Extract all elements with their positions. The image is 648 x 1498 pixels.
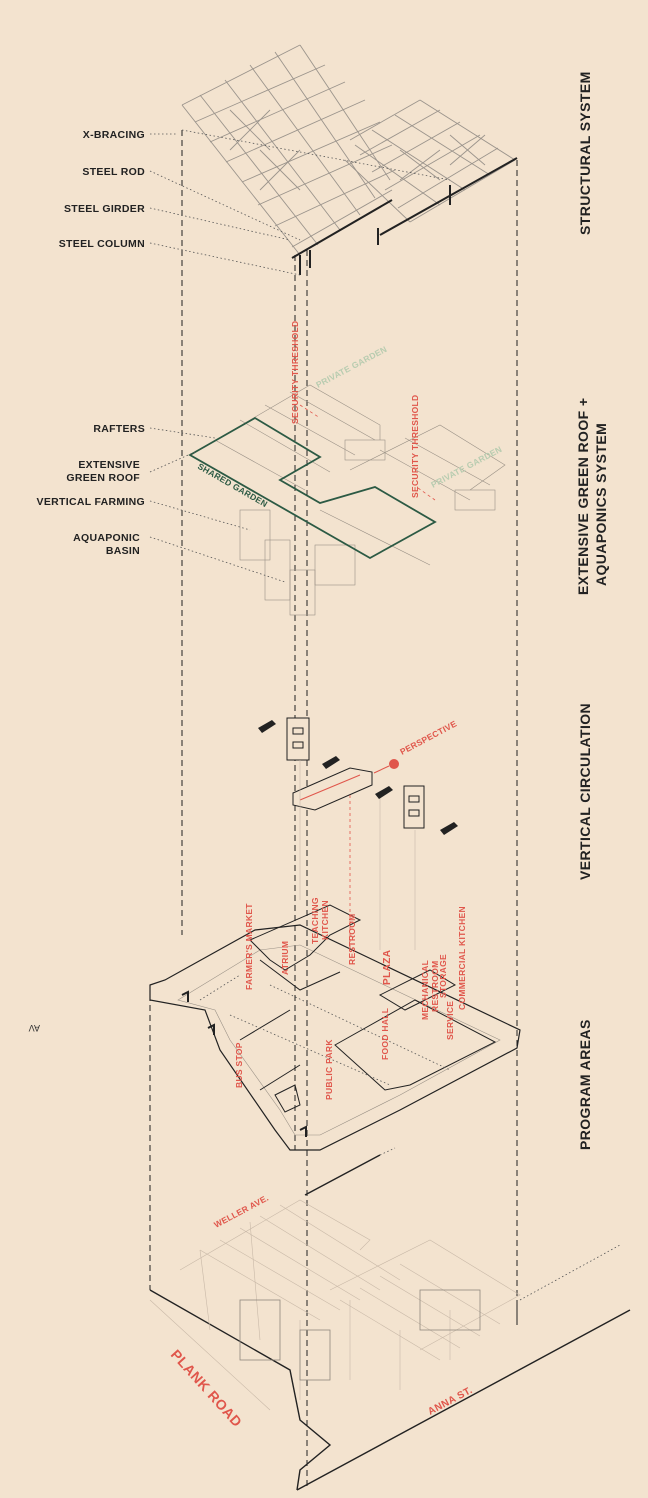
label-x-bracing: X-BRACING	[83, 129, 145, 141]
label-steel-column: STEEL COLUMN	[59, 238, 145, 250]
label-rafters: RAFTERS	[93, 423, 145, 435]
label-service: SERVICE	[445, 1001, 455, 1040]
section-structural-system: STRUCTURAL SYSTEM	[577, 71, 593, 235]
label-teaching-kitchen-line1: TEACHING	[310, 897, 320, 944]
label-bus-stop: BUS STOP	[234, 1042, 244, 1088]
label-steel-rod: STEEL ROD	[82, 166, 145, 178]
label-plaza: PLAZA	[382, 950, 393, 985]
label-teaching-kitchen-line2: KITCHEN	[320, 900, 330, 940]
structural-frame	[181, 44, 518, 275]
label-atrium: ATRIUM	[280, 941, 290, 975]
green-roof-layer	[188, 384, 506, 616]
label-extensive-line1: EXTENSIVE	[78, 459, 140, 471]
label-security-threshold-1: SECURITY THRESHOLD	[290, 321, 300, 424]
section-green-roof-line2: AQUAPONICS SYSTEM	[593, 423, 609, 586]
label-private-garden-2: PRIVATE GARDEN	[429, 444, 503, 490]
structural-leader-lines	[149, 129, 451, 276]
label-farmers-market: FARMER'S MARKET	[244, 903, 254, 990]
section-vertical-circulation: VERTICAL CIRCULATION	[577, 703, 593, 880]
label-mechanical: MECHANICAL	[420, 960, 430, 1020]
label-shared-garden: SHARED GARDEN	[196, 461, 269, 509]
section-program-areas: PROGRAM AREAS	[577, 1019, 593, 1150]
label-storage: STORAGE	[438, 954, 448, 998]
street-weller-ave: WELLER AVE.	[212, 1193, 270, 1230]
label-aquaponic-line1: AQUAPONIC	[73, 532, 140, 544]
program-plan-layer	[149, 904, 521, 1151]
label-vertical-farming: VERTICAL FARMING	[37, 496, 145, 508]
label-public-park: PUBLIC PARK	[324, 1039, 334, 1100]
label-commercial-kitchen: COMMERCIAL KITCHEN	[457, 906, 467, 1010]
roof-leader-lines	[149, 427, 286, 583]
perspective-marker	[389, 759, 399, 769]
projection-lines	[149, 130, 518, 1490]
label-restroom-2: RESTROOM	[430, 960, 440, 1012]
vertical-circulation-layer	[258, 717, 458, 950]
label-perspective: PERSPECTIVE	[398, 718, 458, 756]
label-extensive-line2: GREEN ROOF	[66, 472, 140, 484]
label-food-hall: FOOD HALL	[380, 1008, 390, 1060]
street-plank-road: PLANK ROAD	[168, 1346, 246, 1430]
label-restroom-1: RESTROOM	[347, 913, 357, 965]
street-anna-st: ANNA ST.	[426, 1385, 474, 1418]
shared-garden-outline	[188, 416, 437, 560]
section-green-roof-line1: EXTENSIVE GREEN ROOF +	[575, 398, 591, 595]
label-aquaponic-line2: BASIN	[106, 545, 140, 557]
label-private-garden-1: PRIVATE GARDEN	[314, 344, 388, 390]
label-steel-girder: STEEL GIRDER	[64, 203, 145, 215]
site-layer	[149, 1147, 631, 1491]
north-arrow: AV	[29, 1023, 40, 1033]
label-security-threshold-2: SECURITY THRESHOLD	[410, 395, 420, 498]
